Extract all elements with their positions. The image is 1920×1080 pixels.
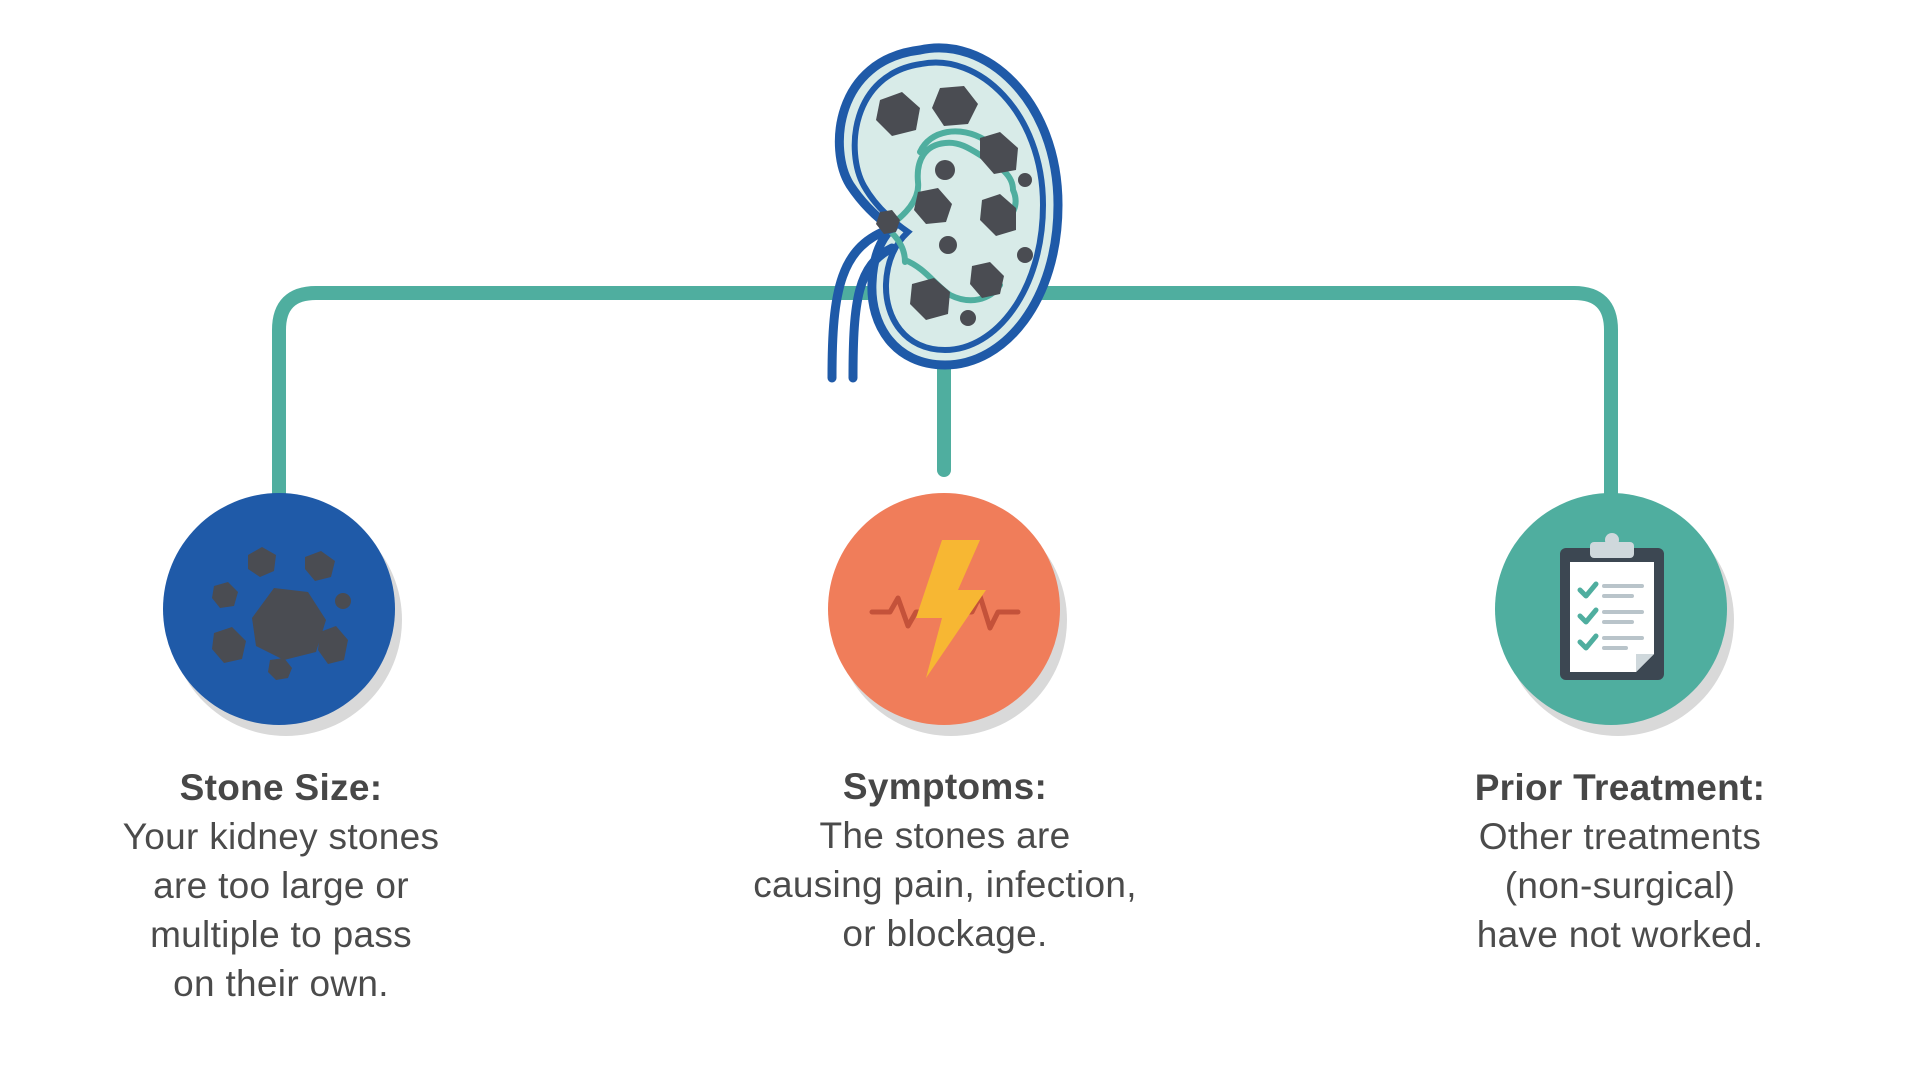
check-mark [1577, 581, 1599, 599]
stone [935, 160, 955, 180]
caption-line: Other treatments [1478, 816, 1762, 857]
caption-line: The stones are [819, 815, 1071, 856]
lightning-pulse-icon [869, 540, 1021, 678]
prior-treatment-caption: Prior Treatment: Other treatments (non-s… [1360, 763, 1880, 959]
kidney-inner-border [851, 59, 1047, 354]
check-mark [1577, 607, 1599, 625]
kidney-stones [876, 86, 1033, 326]
stone [914, 188, 952, 224]
clipboard-page-fold [1636, 654, 1654, 672]
stone-size-caption: Stone Size: Your kidney stones are too l… [21, 763, 541, 1008]
caption-line: are too large or [153, 865, 409, 906]
stone [335, 593, 351, 609]
stone [932, 86, 978, 126]
symptoms-node [828, 493, 1067, 736]
caption-line: causing pain, infection, [753, 864, 1137, 905]
connector-left [272, 286, 952, 501]
stone [305, 551, 335, 581]
stones-icon [212, 547, 351, 680]
stone [980, 194, 1016, 236]
check-mark [1577, 633, 1599, 651]
caption-line: multiple to pass [150, 914, 412, 955]
stone [939, 236, 957, 254]
connector-right [938, 286, 1618, 501]
prior-treatment-node [1495, 493, 1734, 736]
caption-line: Your kidney stones [122, 816, 440, 857]
stone [252, 588, 326, 660]
stone [910, 278, 950, 320]
stone [960, 310, 976, 326]
stone [876, 92, 920, 136]
stone [876, 210, 900, 234]
caption-line: or blockage. [842, 913, 1048, 954]
stone [1017, 247, 1033, 263]
clipboard-checklist-icon [1560, 533, 1664, 680]
prior-treatment-heading: Prior Treatment: [1474, 767, 1766, 808]
caption-line: on their own. [173, 963, 389, 1004]
caption-line: have not worked. [1476, 914, 1764, 955]
bolt [916, 540, 986, 678]
stone [268, 658, 292, 680]
stone [318, 626, 348, 664]
kidney-with-stones-icon [827, 43, 1063, 383]
connector-lines [272, 286, 1618, 501]
symptoms-caption: Symptoms: The stones are causing pain, i… [685, 762, 1205, 958]
stone [1018, 173, 1032, 187]
list-line [1602, 584, 1644, 598]
stone [248, 547, 276, 577]
stone [212, 582, 238, 608]
symptoms-heading: Symptoms: [842, 766, 1048, 807]
clipboard-clip-ring [1605, 533, 1619, 547]
checklist [1577, 581, 1644, 651]
ureter-inner [848, 243, 897, 383]
list-line [1602, 636, 1644, 650]
stone-size-heading: Stone Size: [179, 767, 383, 808]
stone-size-node [163, 493, 402, 736]
clipboard-clip [1590, 542, 1634, 558]
stone [970, 262, 1004, 298]
caption-line: (non-surgical) [1504, 865, 1736, 906]
stone [980, 132, 1018, 174]
list-line [1602, 610, 1644, 624]
stone [212, 627, 246, 663]
ureter [827, 223, 898, 383]
